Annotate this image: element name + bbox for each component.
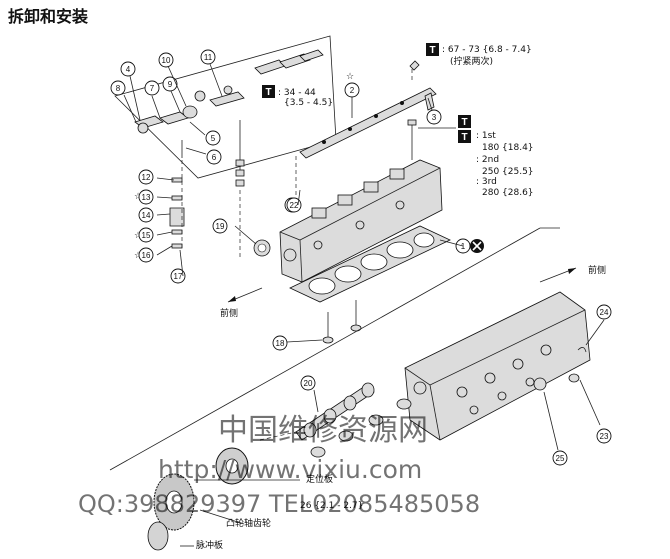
callout-number: 14 bbox=[142, 211, 151, 220]
replace-star-icon: ☆ ☆ ☆ ☆ bbox=[134, 72, 354, 261]
callout-number: 9 bbox=[168, 80, 173, 89]
callout-24: 24 bbox=[596, 304, 612, 320]
callout-labels: 1234567891011121314151617181920212223242… bbox=[110, 49, 612, 466]
watermark-url: http://www.vixiu.com bbox=[158, 455, 422, 484]
torque-step1-value: 180 {18.4} bbox=[482, 143, 534, 153]
rocker-shaft bbox=[295, 60, 437, 210]
torque-wrench-icon bbox=[458, 115, 471, 128]
watermark-contact: QQ:398829397 TEL02085485058 bbox=[78, 490, 480, 518]
torque-wrench-icon bbox=[458, 130, 471, 143]
callout-6: 6 bbox=[206, 149, 222, 165]
callout-16: 16 bbox=[138, 247, 154, 263]
callout-14: 14 bbox=[138, 207, 154, 223]
svg-text:T: T bbox=[429, 45, 435, 56]
head-gasket bbox=[289, 225, 451, 303]
callout-number: 6 bbox=[212, 153, 217, 162]
locating-plate-label: 定位板 bbox=[306, 473, 333, 485]
torque-top-line2: (拧紧两次) bbox=[450, 55, 493, 67]
callout-4: 4 bbox=[120, 61, 136, 77]
camshaft-gear-label: 凸轮轴齿轮 bbox=[226, 517, 271, 529]
torque-wrench-icon bbox=[426, 43, 439, 56]
callout-2: 2 bbox=[344, 82, 360, 98]
callout-number: 22 bbox=[290, 201, 299, 210]
torque-step3: : 3rd bbox=[476, 177, 497, 187]
callout-number: 19 bbox=[216, 222, 225, 231]
page-title: 拆卸和安装 bbox=[8, 7, 88, 26]
callout-number: 4 bbox=[126, 65, 131, 74]
svg-text:☆: ☆ bbox=[134, 251, 142, 261]
camshaft bbox=[259, 382, 412, 458]
pulse-plate-label: 脉冲板 bbox=[196, 539, 223, 551]
callout-22: 22 bbox=[286, 197, 302, 213]
torque-spec-rocker: T : 34 - 44 {3.5 - 4.5} bbox=[262, 85, 333, 108]
torque-step3-value: 280 {28.6} bbox=[482, 188, 534, 198]
callout-number: 25 bbox=[556, 454, 565, 463]
callout-9: 9 bbox=[162, 76, 178, 92]
torque-spec-head: T T : 1st 180 {18.4} : 2nd 250 {25.5} : … bbox=[418, 115, 534, 198]
svg-text:T: T bbox=[461, 132, 467, 143]
callout-number: 2 bbox=[350, 86, 355, 95]
front-label-upper: 前侧 bbox=[220, 307, 238, 319]
callout-19: 19 bbox=[212, 218, 228, 234]
callout-number: 8 bbox=[116, 84, 121, 93]
callout-5: 5 bbox=[205, 130, 221, 146]
callout-number: 12 bbox=[142, 173, 151, 182]
svg-text:T: T bbox=[265, 87, 271, 98]
torque-step1: : 1st bbox=[476, 131, 496, 141]
svg-text:☆: ☆ bbox=[134, 231, 142, 241]
callout-15: 15 bbox=[138, 227, 154, 243]
callout-12: 12 bbox=[138, 169, 154, 185]
callout-number: 10 bbox=[162, 56, 171, 65]
callout-number: 5 bbox=[211, 134, 216, 143]
watermark-site-name: 中国维修资源网 bbox=[218, 413, 428, 448]
callout-20: 20 bbox=[300, 375, 316, 391]
callout-3: 3 bbox=[426, 109, 442, 125]
torque-step2: : 2nd bbox=[476, 155, 499, 165]
callout-number: 18 bbox=[276, 339, 285, 348]
callout-number: 7 bbox=[150, 84, 155, 93]
callout-7: 7 bbox=[144, 80, 160, 96]
callout-number: 11 bbox=[204, 53, 213, 62]
callout-25: 25 bbox=[552, 450, 568, 466]
callout-number: 17 bbox=[174, 272, 183, 281]
svg-text:☆: ☆ bbox=[134, 192, 142, 202]
callout-number: 15 bbox=[142, 231, 151, 240]
front-label-lower: 前侧 bbox=[588, 264, 606, 276]
callout-leaders bbox=[123, 63, 605, 451]
rocker-assembly bbox=[114, 35, 337, 260]
camshaft-housing bbox=[109, 227, 591, 471]
callout-17: 17 bbox=[170, 268, 186, 284]
front-arrow-upper: 前侧 bbox=[220, 287, 263, 319]
camshaft-gear bbox=[147, 447, 300, 551]
callout-number: 24 bbox=[600, 308, 609, 317]
callout-number: 23 bbox=[600, 432, 609, 441]
callout-11: 11 bbox=[200, 49, 216, 65]
partial-torque-value: 26 {2.1 - 2.7} bbox=[300, 501, 363, 511]
callout-number: 13 bbox=[142, 193, 151, 202]
torque-rocker-line1: : 34 - 44 bbox=[278, 88, 316, 98]
watermark: 中国维修资源网 http://www.vixiu.com QQ:39882939… bbox=[78, 413, 480, 518]
torque-spec-top: T : 67 - 73 {6.8 - 7.4} (拧紧两次) bbox=[426, 43, 532, 67]
callout-8: 8 bbox=[110, 80, 126, 96]
callout-23: 23 bbox=[596, 428, 612, 444]
front-arrow-lower: 前侧 bbox=[539, 264, 606, 283]
valves bbox=[322, 300, 362, 344]
callout-number: 1 bbox=[461, 242, 466, 251]
callout-number: 3 bbox=[432, 113, 437, 122]
svg-text:T: T bbox=[461, 117, 467, 128]
callout-18: 18 bbox=[272, 335, 288, 351]
callout-13: 13 bbox=[138, 189, 154, 205]
torque-top-line1: : 67 - 73 {6.8 - 7.4} bbox=[442, 45, 532, 55]
callout-10: 10 bbox=[158, 52, 174, 68]
callout-number: 20 bbox=[304, 379, 313, 388]
torque-wrench-icon bbox=[262, 85, 275, 98]
do-not-reuse-icon bbox=[470, 239, 484, 253]
cylinder-head bbox=[253, 119, 443, 283]
torque-rocker-line2: {3.5 - 4.5} bbox=[284, 98, 333, 108]
torque-step2-value: 250 {25.5} bbox=[482, 167, 534, 177]
callout-number: 16 bbox=[142, 251, 151, 260]
svg-text:☆: ☆ bbox=[346, 72, 354, 82]
